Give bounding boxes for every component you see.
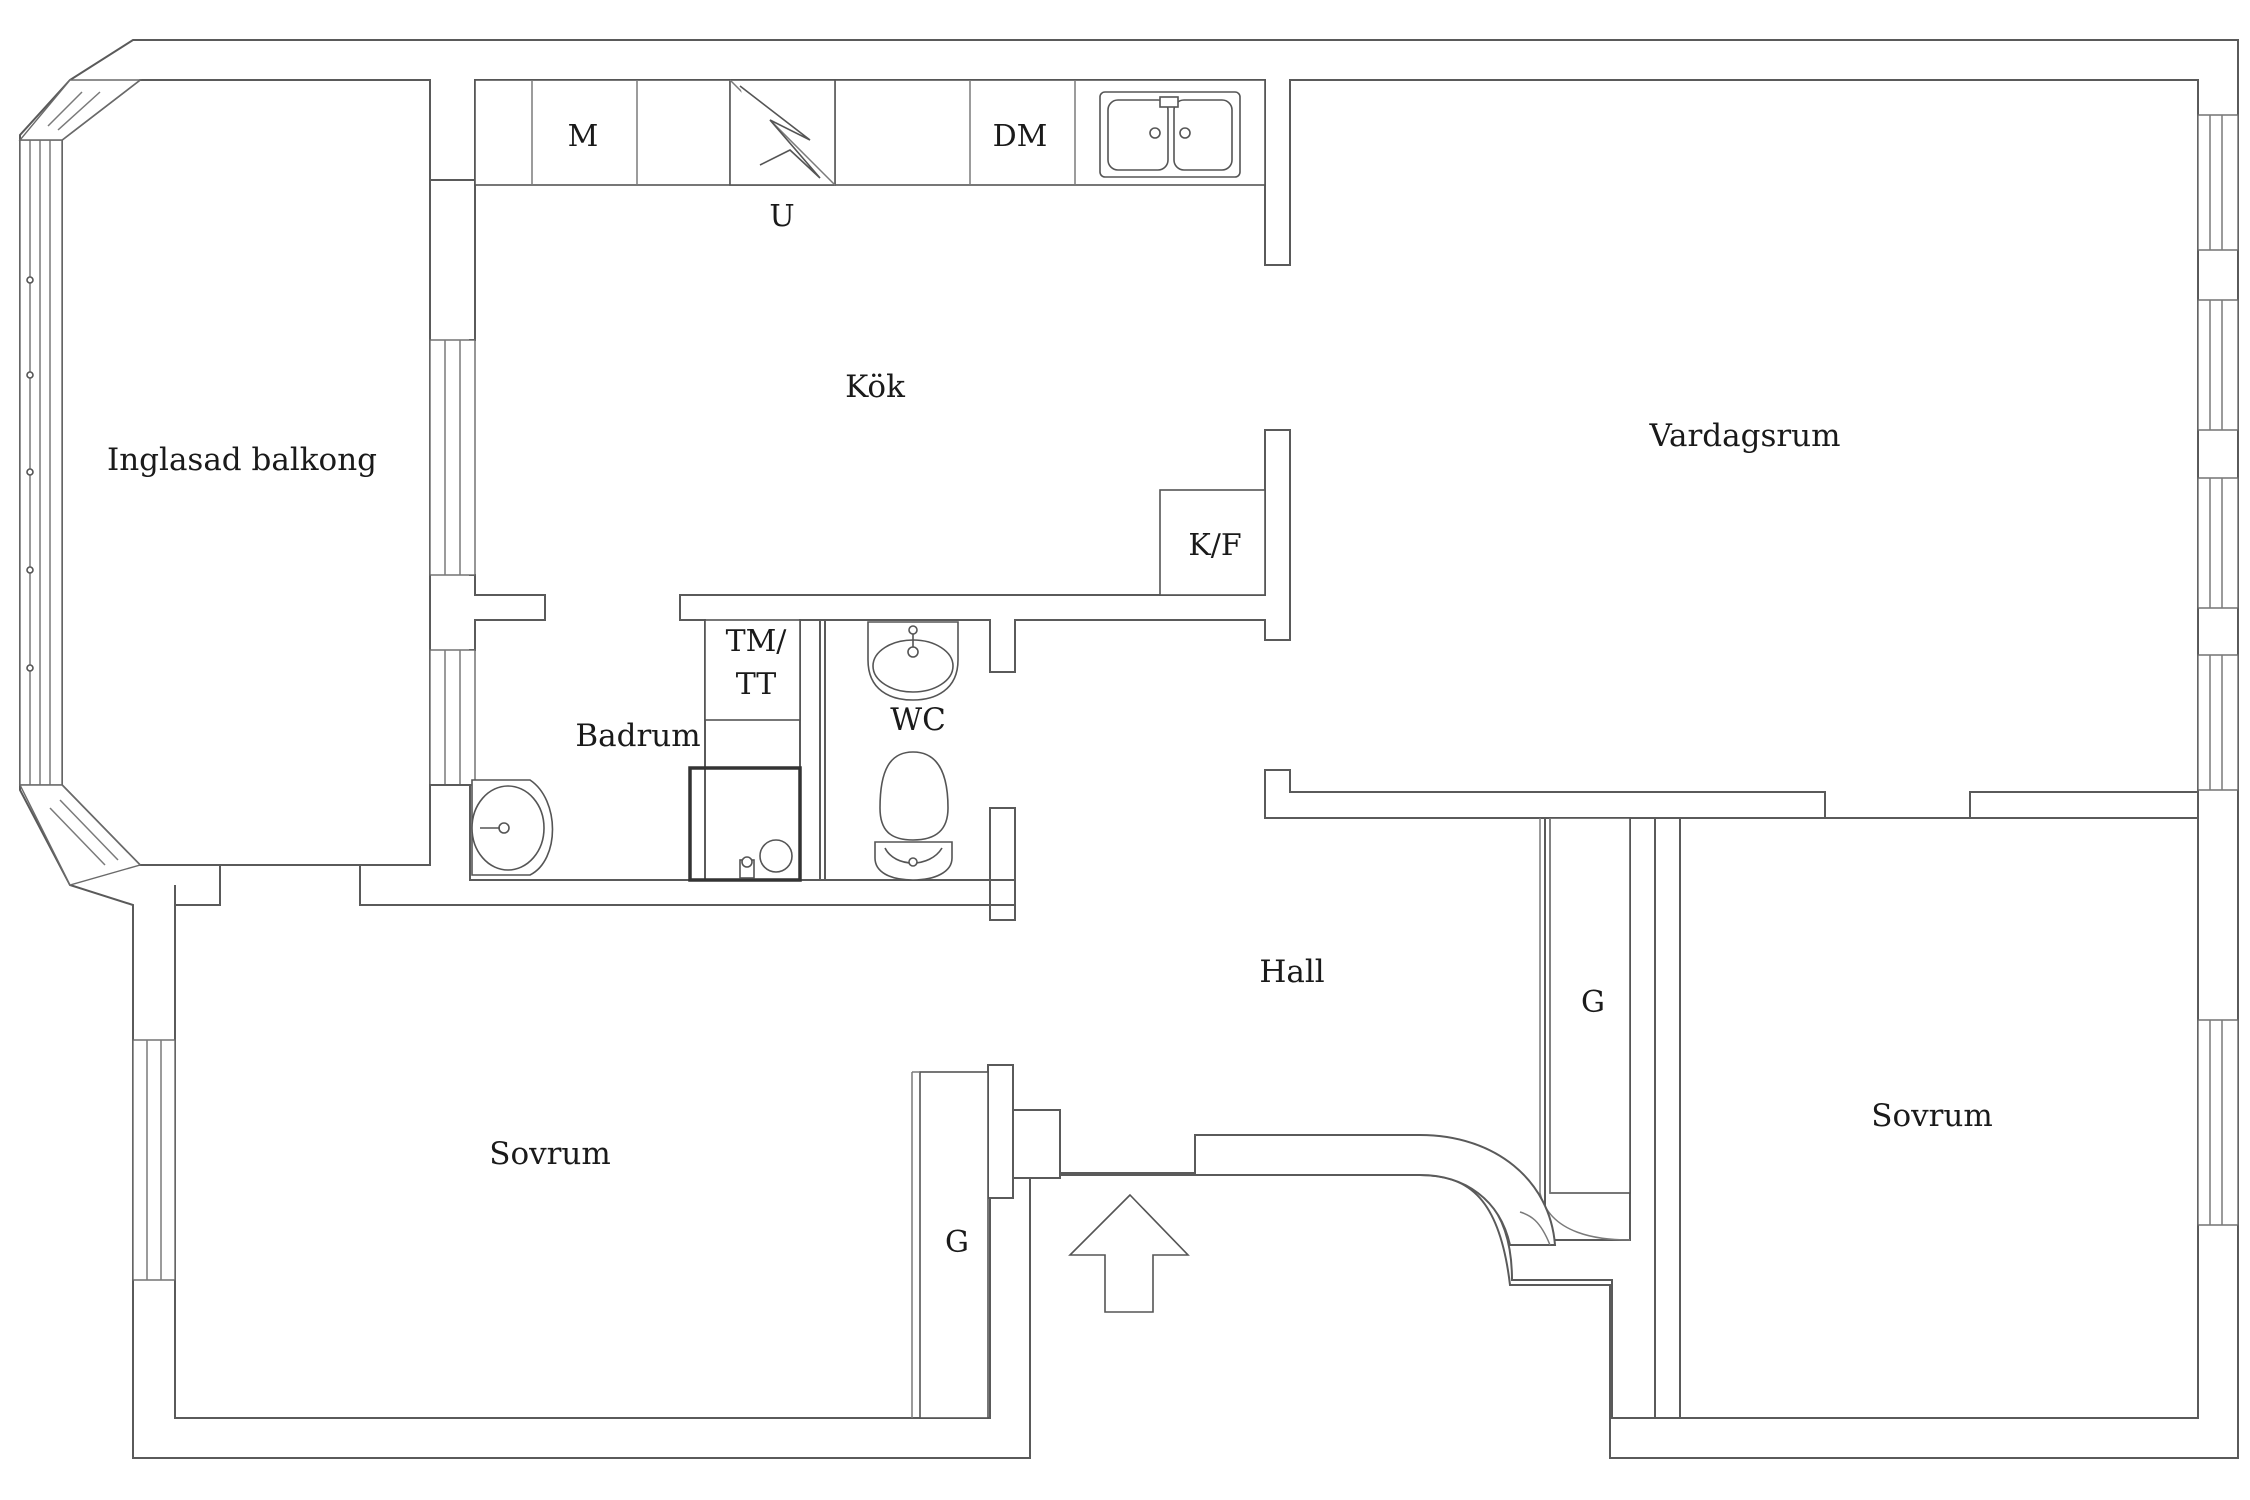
fixture-label-washer-dryer-1: TM/ [726, 624, 788, 659]
labels: Inglasad balkong Kök Vardagsrum Badrum W… [107, 119, 1993, 1260]
room-label-bedroom-right: Sovrum [1871, 1098, 1993, 1134]
room-label-living-room: Vardagsrum [1648, 418, 1840, 454]
toilet-icon [874, 751, 953, 881]
fixture-label-dishwasher: DM [993, 119, 1048, 154]
fixture-label-washer-dryer-2: TT [736, 667, 777, 702]
room-label-bedroom-left: Sovrum [489, 1136, 611, 1172]
kitchen-counter [474, 79, 1266, 186]
bedroom-left-window [132, 1039, 176, 1281]
room-label-kitchen: Kök [845, 369, 905, 405]
room-label-wc: WC [890, 702, 946, 738]
entrance-arrow-icon [1068, 1193, 1190, 1313]
wc-sink-icon [867, 621, 959, 701]
bath-sink-icon [471, 779, 554, 876]
fixture-label-microwave: M [568, 119, 599, 154]
fixture-label-oven: U [769, 199, 794, 234]
room-label-bathroom: Badrum [575, 718, 700, 754]
bathroom-fixtures [471, 621, 959, 882]
right-windows [2197, 114, 2239, 1226]
room-label-glazed-balcony: Inglasad balkong [107, 442, 377, 478]
room-label-hall: Hall [1259, 954, 1324, 990]
fixture-label-wardrobe-hall: G [1581, 985, 1605, 1020]
oven-icon [729, 79, 836, 186]
sink-icon [1099, 91, 1241, 178]
shower-icon [688, 766, 802, 882]
fixture-label-fridge-freezer: K/F [1188, 528, 1241, 563]
balcony-windows [18, 79, 143, 886]
fixture-label-wardrobe-bedroom: G [945, 1225, 969, 1260]
